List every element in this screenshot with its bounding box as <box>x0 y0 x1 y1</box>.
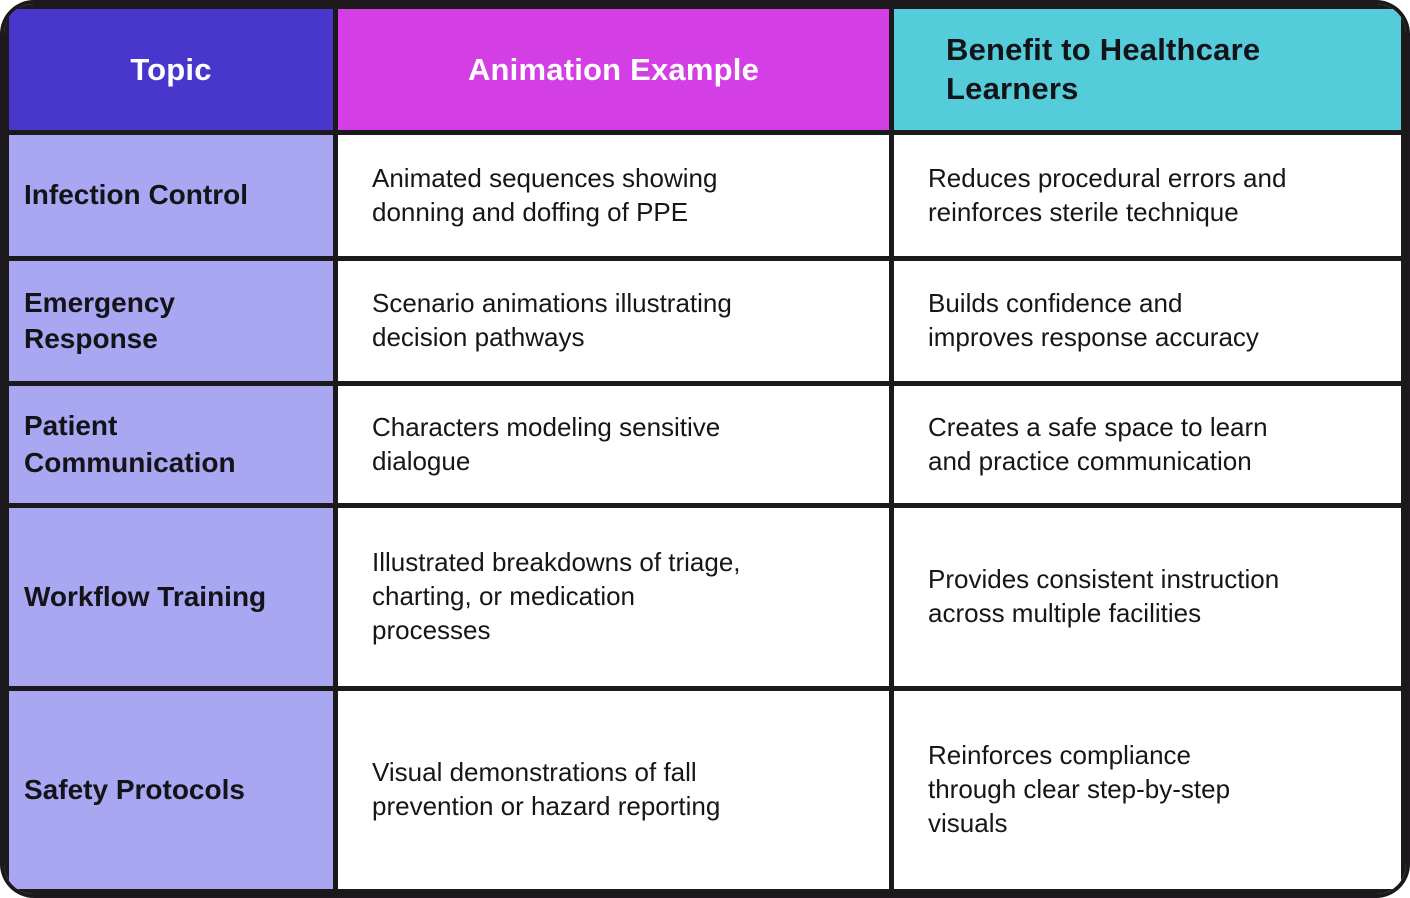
cell-topic: Emergency Response <box>4 256 338 386</box>
cell-topic: Safety Protocols <box>4 686 338 894</box>
cell-animation-example: Animated sequences showing donning and d… <box>333 130 894 261</box>
cell-animation-example: Scenario animations illustrating decisio… <box>333 256 894 386</box>
cell-topic: Workflow Training <box>4 503 338 691</box>
cell-animation-example: Illustrated breakdowns of triage, charti… <box>333 503 894 691</box>
header-cell-benefit: Benefit to Healthcare Learners <box>889 4 1406 135</box>
cell-animation-example: Characters modeling sensitive dialogue <box>333 381 894 508</box>
table-row: Emergency Response Scenario animations i… <box>4 256 1406 386</box>
cell-benefit: Reinforces compliance through clear step… <box>889 686 1406 894</box>
cell-benefit: Provides consistent instruction across m… <box>889 503 1406 691</box>
table-inner-clip: Topic Animation Example Benefit to Healt… <box>4 4 1406 894</box>
header-cell-topic: Topic <box>4 4 338 135</box>
header-row: Topic Animation Example Benefit to Healt… <box>4 4 1406 135</box>
table-row: Infection Control Animated sequences sho… <box>4 130 1406 261</box>
cell-animation-example: Visual demonstrations of fall prevention… <box>333 686 894 894</box>
cell-benefit: Creates a safe space to learn and practi… <box>889 381 1406 508</box>
cell-benefit: Reduces procedural errors and reinforces… <box>889 130 1406 261</box>
table-row: Safety Protocols Visual demonstrations o… <box>4 686 1406 894</box>
header-cell-animation-example: Animation Example <box>333 4 894 135</box>
cell-topic: Patient Communication <box>4 381 338 508</box>
healthcare-animation-benefits-table: Topic Animation Example Benefit to Healt… <box>4 4 1406 894</box>
cell-benefit: Builds confidence and improves response … <box>889 256 1406 386</box>
cell-topic: Infection Control <box>4 130 338 261</box>
table-row: Patient Communication Characters modelin… <box>4 381 1406 508</box>
table-row: Workflow Training Illustrated breakdowns… <box>4 503 1406 691</box>
